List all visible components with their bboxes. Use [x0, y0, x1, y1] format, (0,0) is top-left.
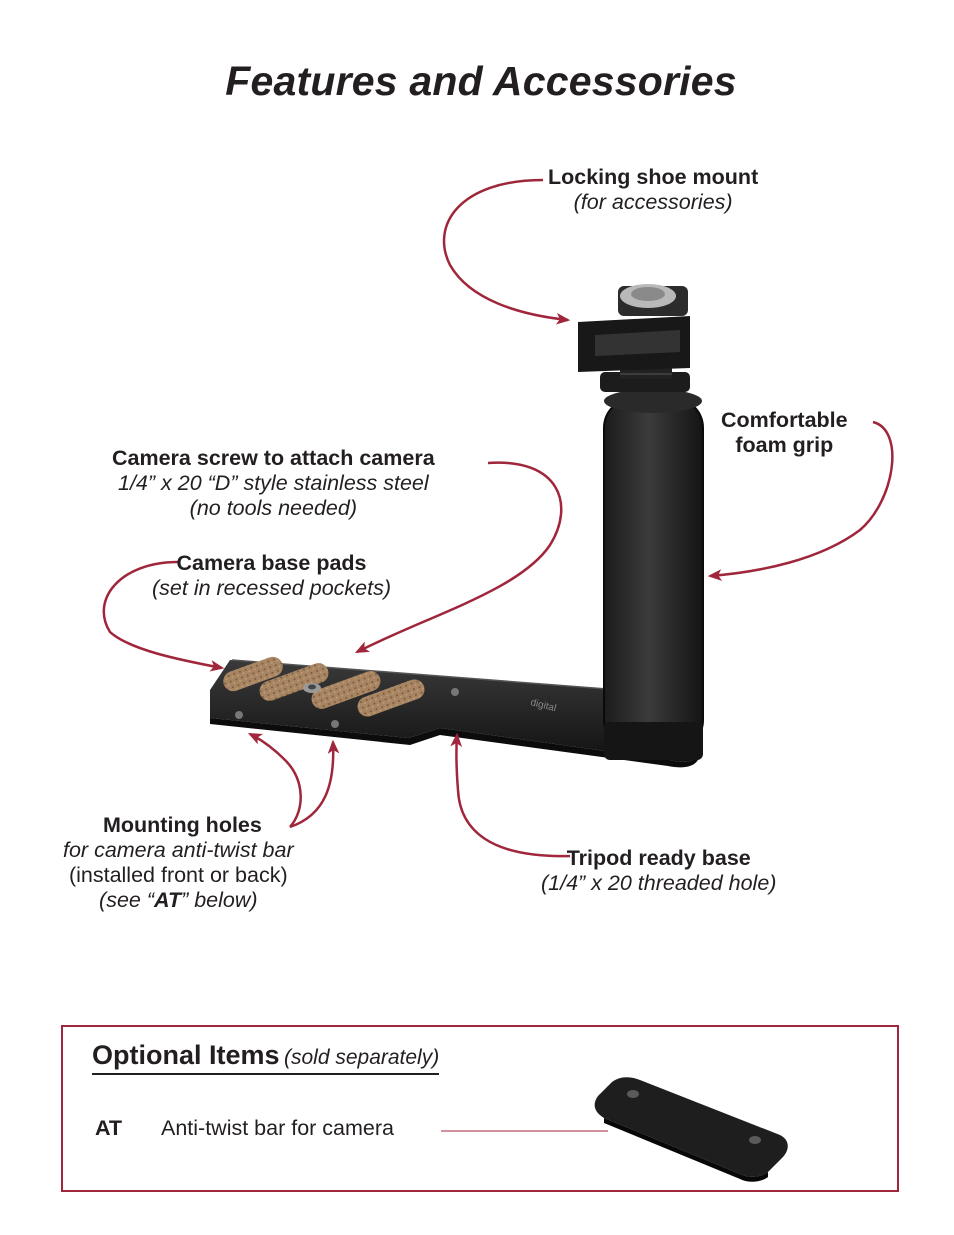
- optional-items-title: Optional Items: [92, 1040, 280, 1070]
- callout-shoe-mount-title: Locking shoe mount: [548, 165, 759, 189]
- callout-shoe-mount: Locking shoe mount (for accessories): [548, 165, 758, 215]
- callout-camera-screw-title: Camera screw to attach camera: [112, 446, 435, 470]
- callout-shoe-mount-note: (for accessories): [573, 190, 733, 214]
- camera-screw-icon: [303, 683, 321, 693]
- bracket-base-plate: digital: [210, 656, 700, 768]
- callout-tripod-base-title: Tripod ready base: [566, 846, 751, 870]
- callout-tripod-base-note: (1/4” x 20 threaded hole): [541, 871, 777, 895]
- callout-foam-grip: Comfortable foam grip: [721, 408, 848, 458]
- optional-items-subtitle: (sold separately): [283, 1046, 440, 1069]
- optional-items-box: [61, 1025, 899, 1192]
- callout-mounting-holes-note3: (see “AT” below): [99, 888, 258, 912]
- callout-base-pads: Camera base pads (set in recessed pocket…: [152, 551, 391, 601]
- callout-camera-screw-note2: (no tools needed): [189, 496, 357, 520]
- optional-item-code: AT: [95, 1116, 123, 1140]
- callout-tripod-base: Tripod ready base (1/4” x 20 threaded ho…: [541, 846, 776, 896]
- callout-base-pads-note: (set in recessed pockets): [152, 576, 391, 600]
- page-title: Features and Accessories: [225, 58, 737, 104]
- foam-grip-arrow: [707, 420, 894, 581]
- mounting-hole-arrow-right: [289, 739, 340, 829]
- code-at: AT: [154, 888, 182, 912]
- locking-shoe-mount: [578, 284, 690, 392]
- callout-base-pads-title: Camera base pads: [176, 551, 367, 575]
- callout-camera-screw-note1: 1/4” x 20 “D” style stainless steel: [118, 471, 429, 495]
- foam-grip: [603, 389, 704, 760]
- callout-mounting-holes-title: Mounting holes: [103, 813, 262, 837]
- callout-camera-screw: Camera screw to attach camera 1/4” x 20 …: [112, 446, 435, 521]
- callout-arrows: [102, 178, 894, 858]
- shoe-mount-arrow: [442, 178, 571, 325]
- camera-base-pads: [223, 656, 425, 717]
- callout-foam-grip-line2: foam grip: [735, 433, 834, 457]
- callout-mounting-holes-note2: (installed front or back): [68, 863, 288, 887]
- anti-twist-bar-image: [594, 1077, 788, 1182]
- base-pads-arrow: [102, 560, 225, 672]
- mounting-hole-arrow-left: [247, 732, 302, 828]
- tripod-base-arrow: [450, 732, 571, 858]
- callout-mounting-holes: Mounting holes for camera anti-twist bar…: [63, 813, 294, 913]
- callout-mounting-holes-note1: for camera anti-twist bar: [63, 838, 294, 862]
- camera-screw-arrow: [354, 461, 563, 654]
- optional-items-heading: Optional Items (sold separately): [92, 1040, 440, 1075]
- optional-item-description: Anti-twist bar for camera: [161, 1116, 394, 1140]
- callout-foam-grip-line1: Comfortable: [721, 408, 848, 432]
